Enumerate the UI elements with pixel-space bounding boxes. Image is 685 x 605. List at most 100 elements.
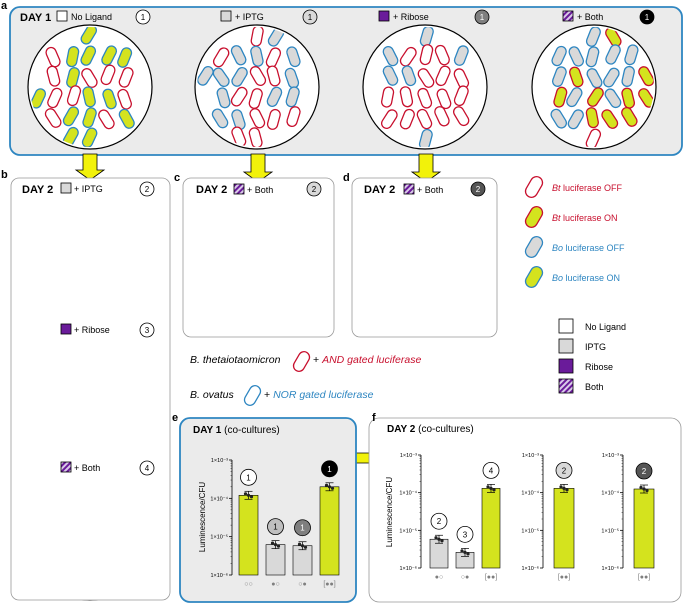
bt-cell [381,86,395,108]
e-point [273,543,278,547]
bt-cell [452,106,470,127]
panel-label-b: b [1,169,8,181]
bo-cell [216,87,231,109]
petri-dish [27,24,153,150]
bo-cell [624,44,639,66]
bt-cell [81,68,98,88]
legend-bo-on-icon [524,266,544,288]
e-tick-label: 1×10⁻⁵ [210,534,228,541]
f-small2-point [639,485,643,490]
bt-cell [47,87,63,109]
e-bar [292,545,313,576]
day1-title: DAY 1 [20,12,51,24]
bt-cell [248,127,263,147]
panel-e-title: DAY 1 (co-cultures) [193,425,280,436]
c-badge [306,181,322,197]
f-small1-point [562,486,566,490]
bo-cell [585,46,600,68]
f-small2-tick-label: 1×10⁻⁴ [601,490,619,497]
bt-cell [419,44,434,66]
b-sub3-badge [139,460,155,476]
bt-cell [212,47,230,68]
bt-cell [621,106,638,127]
e-badge-num: 1 [273,523,278,532]
bt-cell [638,66,654,87]
species-line-bo: B. ovatus [190,389,235,401]
bt-cell [553,86,568,108]
f-main-point [486,485,490,489]
bt-cell [230,86,248,107]
legend-ribose: Ribose [585,362,613,372]
e-point [276,544,281,548]
bo-cell [80,45,97,66]
bt-cell [248,88,263,109]
bo-cell [286,46,301,68]
f-small2-point [642,487,646,491]
bo-cell-icon [243,385,262,406]
f-main-point [489,486,493,490]
bo-cell [101,45,118,66]
e-bar [319,486,340,576]
bt-cell [266,108,281,130]
e-badge [267,518,284,536]
bo-cell [586,68,603,89]
f-small2-x-label: [●●] [638,574,650,581]
f-small1-point [565,488,569,492]
bo-cell [566,87,583,108]
bt-cell [100,64,116,86]
f-main-badge-num: 2 [437,517,442,526]
f-small2-badge [635,462,653,480]
f-small1-tick-label: 1×10⁻⁴ [521,490,539,497]
panel-label-f: f [372,412,376,424]
day1-cond3-badge [474,9,490,25]
f-small2-tick-label: 1×10⁻⁵ [601,527,619,534]
e-tick-label: 1×10⁻⁴ [210,495,228,502]
ligand-legend: No Ligand IPTG Ribose Both [558,318,626,394]
bt-cell [621,87,636,109]
legend-no-ligand: No Ligand [585,322,626,332]
chart-e: 1×10⁻³1×10⁻⁴1×10⁻⁵1×10⁻⁶Luminescence/CFU… [198,458,340,588]
f-main-tick-label: 1×10⁻⁶ [399,565,417,572]
bt-cell [286,106,301,127]
f-main-point [434,536,438,540]
bo-cell [231,66,248,87]
legend-iptg: IPTG [585,342,606,352]
bo-cell [382,45,399,67]
cell-legend: Bt luciferase OFF Bt luciferase ON Bo lu… [524,176,625,288]
b-sub2-label: + Ribose [74,325,110,335]
bt-cell [587,87,604,107]
f-small2-tick-label: 1×10⁻⁶ [601,565,619,572]
e-point [246,493,251,497]
f-main-badge [482,461,500,479]
bt-cell-icon [292,351,311,372]
f-main-point [440,539,444,543]
bo-cell [266,86,283,107]
f-main-x-label: [●●] [485,574,497,581]
e-badge-num: 1 [327,465,332,474]
bt-cell [266,65,281,87]
e-point [270,541,275,545]
bt-cell [399,46,417,67]
bo-cell [605,44,621,65]
day1-cond4-badge [639,9,655,25]
chart-f: 1×10⁻³1×10⁻⁴1×10⁻⁵1×10⁻⁶Luminescence/CFU… [385,453,655,581]
bt-cell [453,85,469,107]
panel-label-d: d [343,172,350,184]
bo-cell [82,86,96,108]
f-main-badge-num: 4 [489,466,494,475]
legend-both-swatch [558,378,574,394]
bt-cell [46,65,61,87]
f-main-point [460,549,464,553]
panel-label-e: e [172,412,178,424]
petri-dish [531,24,657,150]
bo-cell [118,108,135,129]
bo-cell [212,67,230,88]
d-num: 2 [476,185,481,194]
e-point [330,486,335,490]
e-point [324,483,329,487]
f-small2-badge-num: 2 [642,467,647,476]
legend-bt-on-icon [524,206,544,228]
bt-cell [569,66,584,88]
panel-label-a: a [1,0,8,12]
